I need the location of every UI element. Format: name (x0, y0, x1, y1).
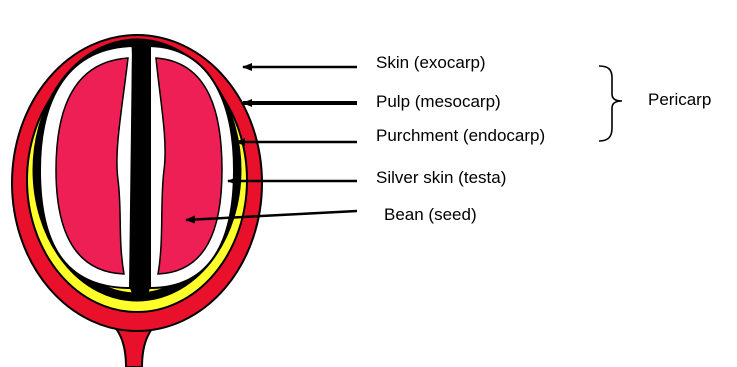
label-bean-seed: Bean (seed) (384, 205, 477, 225)
central-divider (130, 40, 150, 296)
label-parchment-endocarp: Purchment (endocarp) (376, 126, 545, 146)
label-pericarp: Pericarp (648, 90, 711, 110)
pericarp-brace (599, 66, 622, 141)
label-pulp-mesocarp: Pulp (mesocarp) (376, 92, 501, 112)
label-silver-skin-testa: Silver skin (testa) (376, 168, 506, 188)
label-skin-exocarp: Skin (exocarp) (376, 53, 486, 73)
